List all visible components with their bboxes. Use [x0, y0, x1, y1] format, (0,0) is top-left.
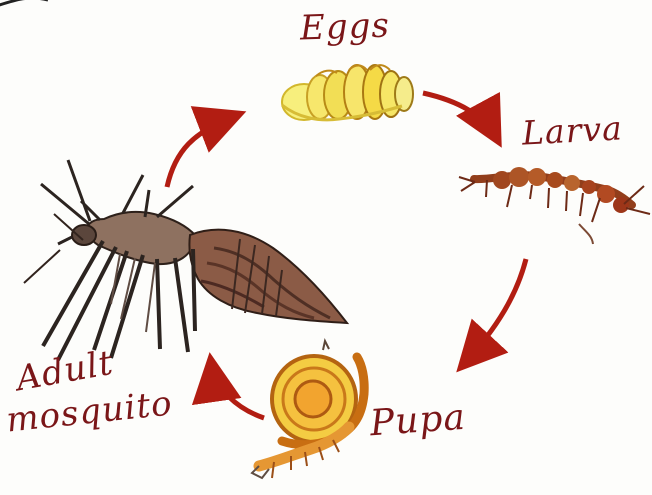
- pupa-illustration: [252, 341, 364, 478]
- label-eggs: Eggs: [299, 8, 390, 45]
- label-larva: Larva: [521, 111, 623, 149]
- label-pupa: Pupa: [369, 400, 467, 443]
- eggs-illustration: [282, 65, 413, 120]
- arrow-larva-to-pupa: [463, 259, 526, 365]
- arrow-pupa-to-adult: [211, 362, 264, 418]
- arrow-eggs-to-larva: [423, 93, 497, 139]
- corner-sketch-line: [0, 0, 48, 8]
- mosquito-illustration: [24, 160, 347, 360]
- arrow-adult-to-eggs: [167, 115, 237, 187]
- larva-illustration: [459, 167, 650, 244]
